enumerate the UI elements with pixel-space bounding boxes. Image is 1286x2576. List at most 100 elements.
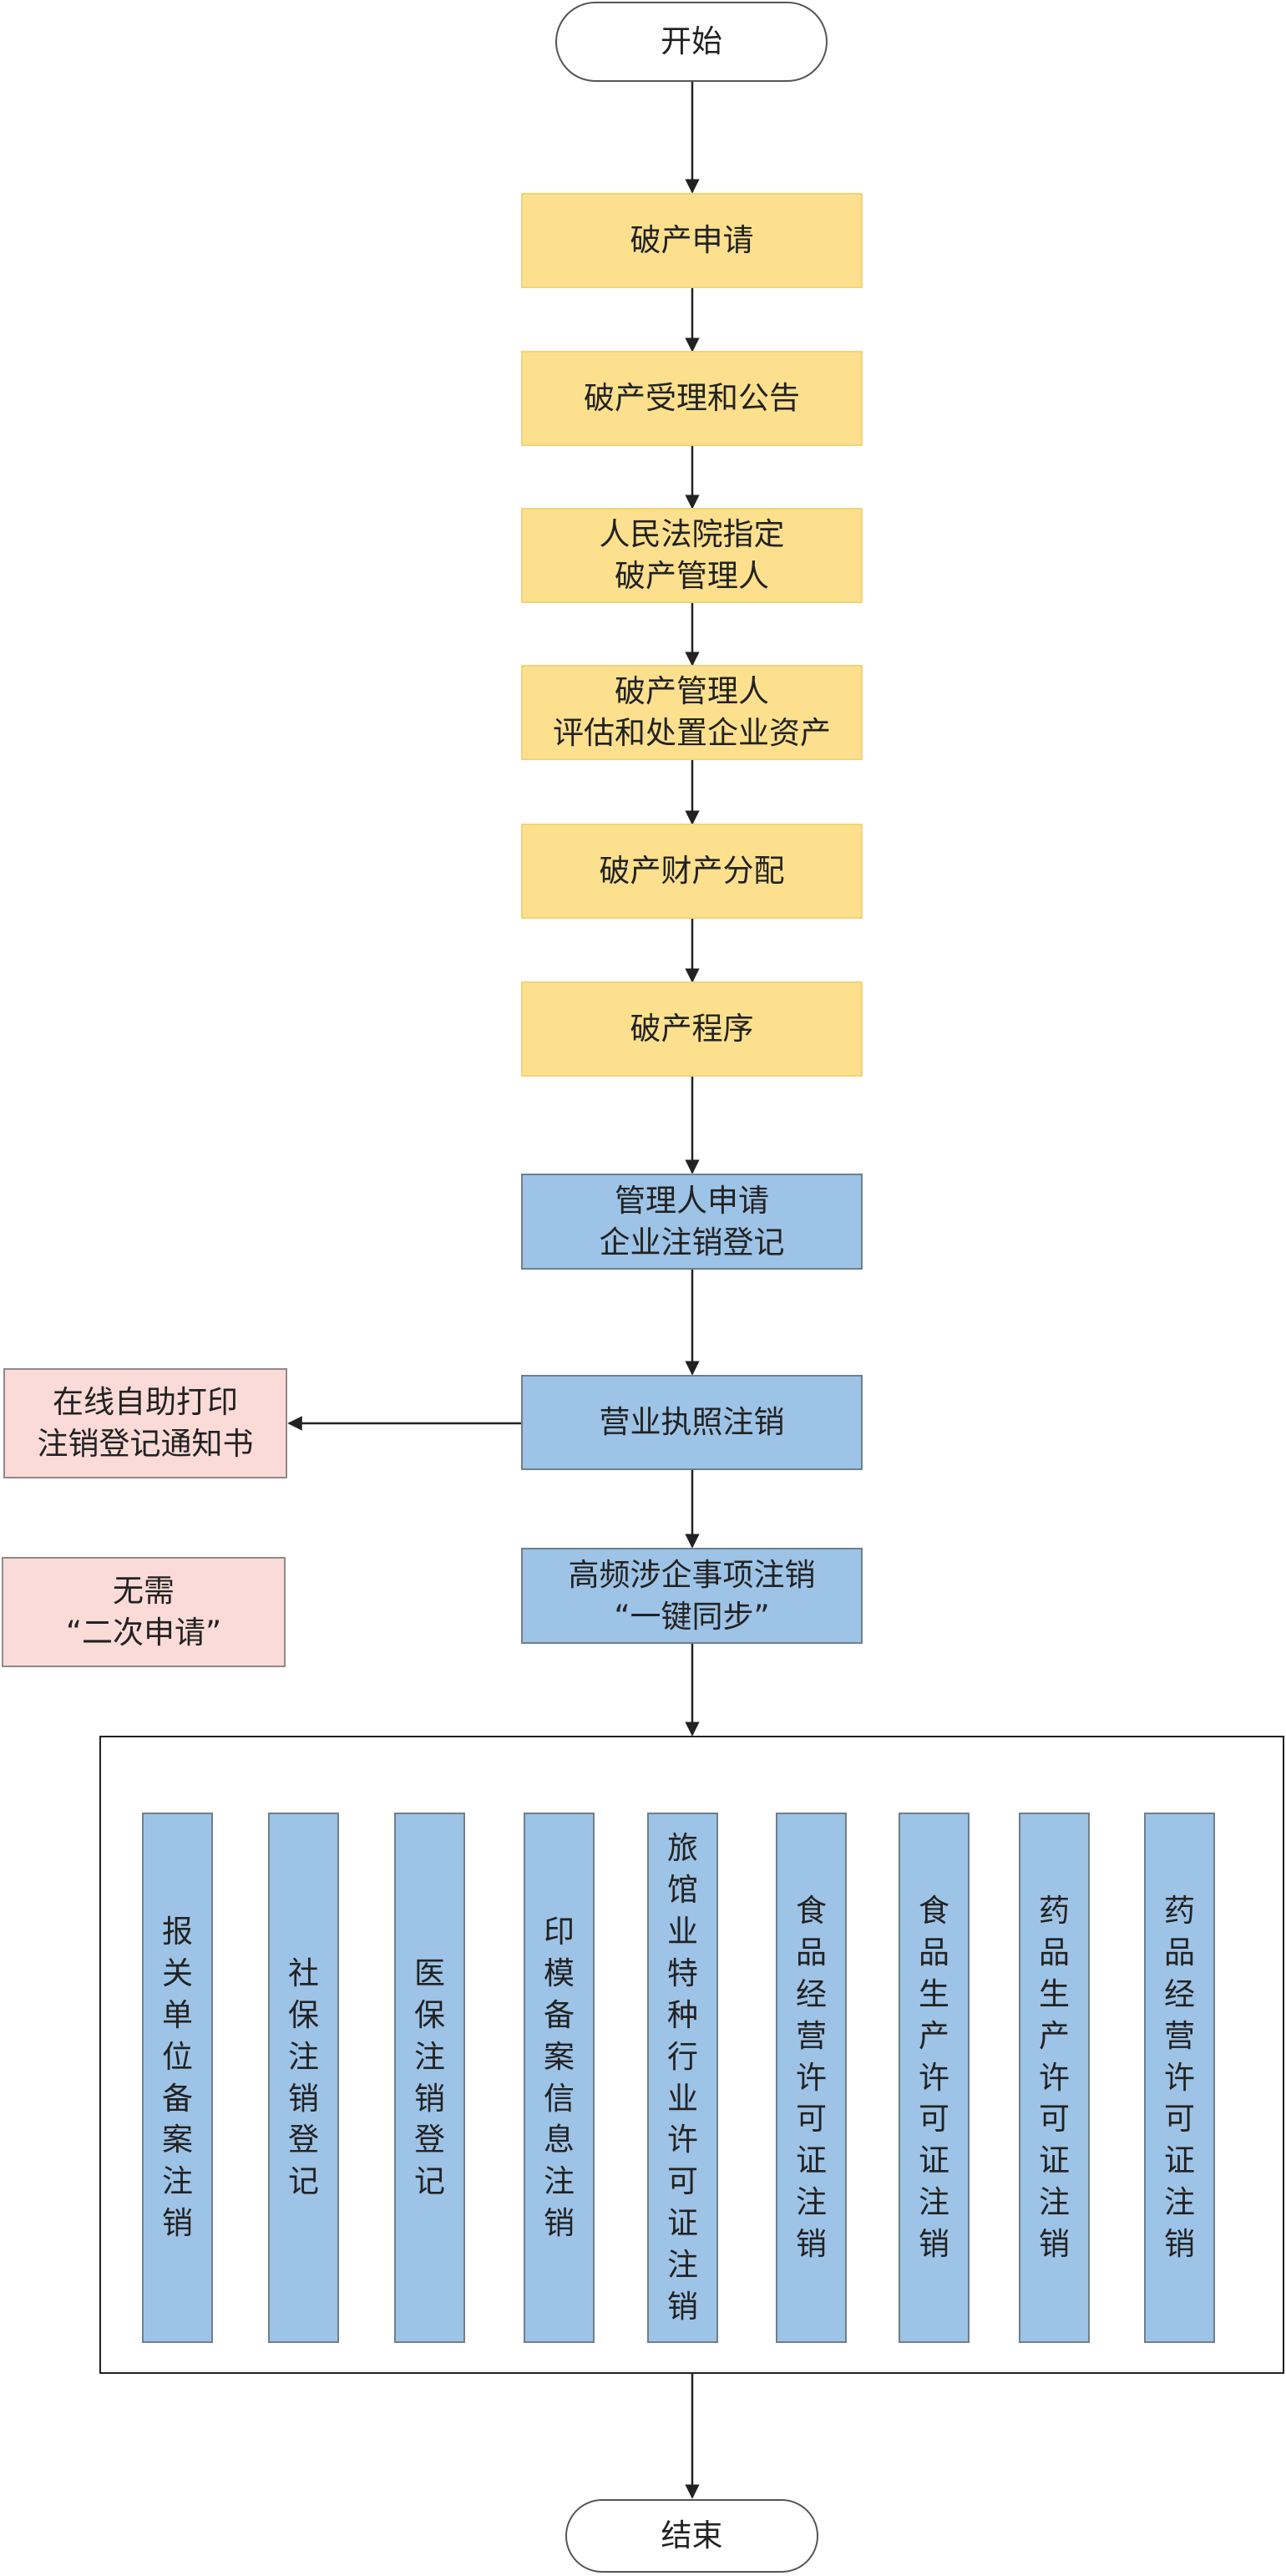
vertical-char: 单 [162, 1996, 193, 2033]
vertical-char: 品 [1164, 1934, 1195, 1970]
vertical-char: 食 [796, 1892, 827, 1929]
vertical-char: 品 [796, 1934, 827, 1970]
vertical-char: 生 [919, 1975, 949, 2012]
item-drug-production-license-cancel: 药品生产许可证注销 [1019, 1813, 1090, 2343]
vertical-char: 营 [1164, 2017, 1195, 2054]
vertical-char: 注 [544, 2163, 575, 2200]
vertical-char: 销 [162, 2205, 193, 2242]
step-license-cancellation: 营业执照注销 [521, 1375, 863, 1470]
step-label: 破产受理和公告 [584, 380, 800, 417]
vertical-char: 证 [1039, 2142, 1070, 2179]
vertical-char: 食 [919, 1892, 949, 1929]
vertical-char: 产 [1039, 2017, 1070, 2054]
vertical-char: 注 [162, 2163, 193, 2200]
vertical-char: 息 [544, 2122, 575, 2158]
vertical-char: 可 [919, 2101, 949, 2137]
step-label: 破产财产分配 [599, 853, 785, 890]
step-apply-deregistration: 管理人申请 企业注销登记 [521, 1174, 863, 1270]
vertical-char: 保 [288, 1996, 319, 2033]
step-bankruptcy-procedure: 破产程序 [521, 981, 863, 1077]
step-acceptance-announcement: 破产受理和公告 [521, 351, 863, 446]
vertical-char: 位 [162, 2038, 193, 2075]
item-hotel-special-license-cancel: 旅馆业特种行业许可证注销 [647, 1813, 718, 2343]
step-label: 管理人申请 企业注销登记 [599, 1182, 785, 1260]
vertical-char: 销 [1164, 2226, 1195, 2263]
vertical-char: 可 [1164, 2101, 1195, 2137]
vertical-char: 可 [667, 2163, 698, 2200]
vertical-char: 药 [1164, 1892, 1195, 1929]
vertical-char: 证 [1164, 2142, 1195, 2179]
cancellation-items-frame [99, 1736, 1284, 2374]
vertical-char: 销 [796, 2226, 827, 2263]
vertical-char: 旅 [667, 1829, 698, 1866]
vertical-char: 可 [1039, 2101, 1070, 2137]
vertical-char: 案 [544, 2038, 575, 2075]
step-label: 高频涉企事项注销 “一键同步” [568, 1556, 816, 1635]
vertical-char: 登 [414, 2122, 445, 2158]
start-label: 开始 [661, 23, 722, 60]
item-social-security-cancel: 社保注销登记 [268, 1813, 339, 2343]
vertical-char: 营 [796, 2017, 827, 2054]
vertical-char: 特 [667, 1955, 698, 1991]
item-drug-business-license-cancel: 药品经营许可证注销 [1144, 1813, 1215, 2343]
vertical-char: 注 [667, 2247, 698, 2284]
vertical-char: 登 [288, 2122, 319, 2158]
note-label: 在线自助打印 注销登记通知书 [37, 1384, 254, 1462]
vertical-char: 注 [1039, 2184, 1070, 2221]
note-no-reapply: 无需 “二次申请” [2, 1557, 286, 1667]
vertical-char: 销 [667, 2289, 698, 2325]
vertical-char: 案 [162, 2122, 193, 2158]
vertical-char: 注 [1164, 2184, 1195, 2221]
vertical-char: 许 [796, 2059, 827, 2096]
step-label: 人民法院指定 破产管理人 [599, 516, 785, 594]
vertical-char: 销 [288, 2080, 319, 2117]
vertical-char: 品 [1039, 1934, 1070, 1970]
vertical-char: 生 [1039, 1975, 1070, 2012]
vertical-char: 信 [544, 2080, 575, 2117]
vertical-char: 销 [414, 2080, 445, 2117]
step-court-appoints-administrator: 人民法院指定 破产管理人 [521, 508, 863, 603]
item-food-production-license-cancel: 食品生产许可证注销 [899, 1813, 970, 2343]
vertical-char: 经 [796, 1975, 827, 2012]
vertical-char: 馆 [667, 1871, 698, 1908]
vertical-char: 注 [919, 2184, 949, 2221]
item-seal-filing-cancel: 印模备案信息注销 [524, 1813, 595, 2343]
vertical-char: 模 [544, 1955, 575, 1991]
end-terminal: 结束 [565, 2499, 818, 2573]
vertical-char: 社 [288, 1955, 319, 1991]
vertical-char: 药 [1039, 1892, 1070, 1929]
step-label: 破产程序 [630, 1011, 754, 1047]
vertical-char: 许 [667, 2122, 698, 2158]
vertical-char: 证 [796, 2142, 827, 2179]
vertical-char: 医 [414, 1955, 445, 1991]
vertical-char: 许 [1164, 2059, 1195, 2096]
vertical-char: 报 [162, 1913, 193, 1950]
vertical-char: 许 [1039, 2059, 1070, 2096]
vertical-char: 产 [919, 2017, 949, 2054]
vertical-char: 证 [919, 2142, 949, 2179]
start-terminal: 开始 [555, 2, 828, 82]
item-medical-insurance-cancel: 医保注销登记 [394, 1813, 465, 2343]
step-label: 破产申请 [630, 222, 754, 259]
vertical-char: 行 [667, 2038, 698, 2075]
step-label: 破产管理人 评估和处置企业资产 [553, 673, 831, 751]
step-property-distribution: 破产财产分配 [521, 824, 863, 919]
vertical-char: 备 [162, 2080, 193, 2117]
vertical-char: 印 [544, 1913, 575, 1950]
vertical-char: 品 [919, 1934, 949, 1970]
vertical-char: 业 [667, 1913, 698, 1950]
step-label: 营业执照注销 [599, 1404, 785, 1441]
vertical-char: 记 [414, 2163, 445, 2200]
item-customs-filing-cancel: 报关单位备案注销 [142, 1813, 213, 2343]
vertical-char: 业 [667, 2080, 698, 2117]
note-label: 无需 “二次申请” [65, 1573, 222, 1651]
vertical-char: 种 [667, 1996, 698, 2033]
vertical-char: 销 [1039, 2226, 1070, 2263]
vertical-char: 注 [288, 2038, 319, 2075]
item-food-business-license-cancel: 食品经营许可证注销 [776, 1813, 847, 2343]
step-asset-evaluation: 破产管理人 评估和处置企业资产 [521, 665, 863, 760]
step-bankruptcy-application: 破产申请 [521, 193, 863, 288]
note-print-notice: 在线自助打印 注销登记通知书 [3, 1368, 287, 1478]
vertical-char: 注 [796, 2184, 827, 2221]
vertical-char: 销 [544, 2205, 575, 2242]
